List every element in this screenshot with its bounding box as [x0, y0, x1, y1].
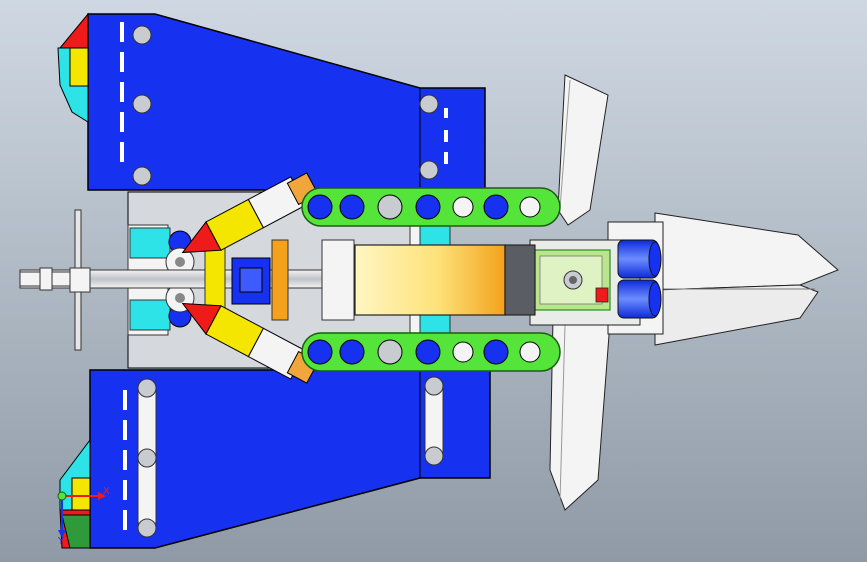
- lower-green-beam: [301, 332, 561, 372]
- coordinate-triad: X Y: [57, 486, 110, 547]
- triad-y-label: Y: [57, 536, 65, 547]
- upper-wingtip: [57, 12, 89, 123]
- upper-launcher: [181, 172, 319, 254]
- nose-cone-right: [654, 212, 839, 346]
- tail-fin-vertical: [549, 74, 611, 511]
- lower-wingtip: [59, 438, 91, 549]
- upper-wing: [87, 13, 486, 191]
- propeller: [69, 209, 91, 351]
- battery-box: [321, 239, 536, 321]
- motor-bracket: [534, 249, 611, 311]
- rear-motors: [617, 239, 662, 319]
- lower-launcher: [181, 302, 319, 384]
- triad-x-label: X: [103, 486, 110, 497]
- front-connectors: [129, 227, 192, 331]
- upper-green-beam: [301, 187, 561, 227]
